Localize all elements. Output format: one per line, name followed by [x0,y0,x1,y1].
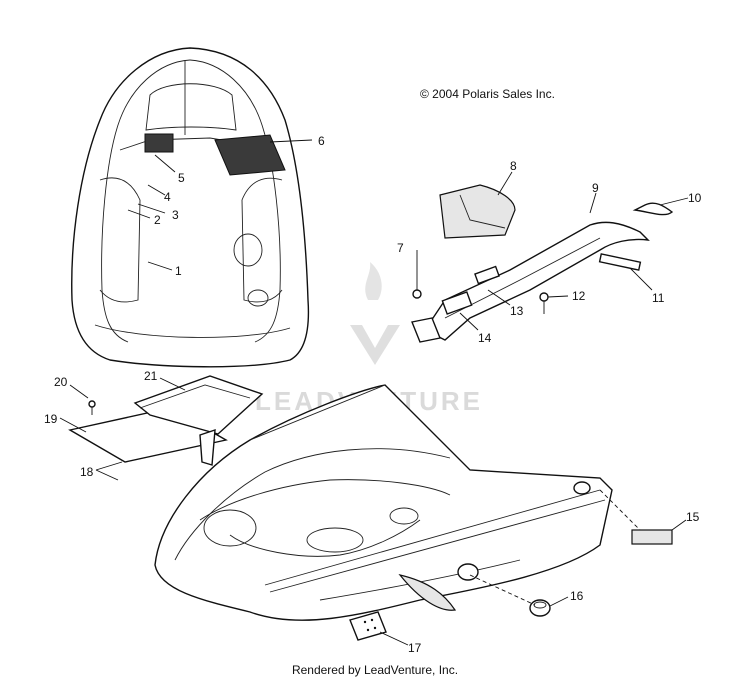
callout-19: 19 [44,412,58,426]
hood-upper-part [71,47,310,368]
callout-17: 17 [408,641,422,655]
callout-10: 10 [688,191,702,205]
callout-3: 3 [172,208,179,222]
callout-9: 9 [592,181,599,195]
part-19-21-bracket [68,375,264,466]
callout-7: 7 [397,241,404,255]
footer-credit: Rendered by LeadVenture, Inc. [291,663,459,677]
callout-21: 21 [144,369,158,383]
part-16-cap [529,599,551,617]
callout-13: 13 [510,304,524,318]
callout-5: 5 [178,171,185,185]
part-10-cable [632,202,674,216]
callout-4: 4 [164,190,171,204]
callout-6: 6 [318,134,325,148]
part-12-screw [539,292,549,314]
callout-14: 14 [478,331,492,345]
part-9-panel [411,221,650,343]
callout-11: 11 [652,291,665,305]
part-11-strip [598,253,642,271]
hood-lower-part [154,384,613,621]
part-15-pad [631,529,673,545]
callout-2: 2 [154,213,161,227]
callout-leaders [59,139,689,646]
part-7-screw [412,262,422,299]
part-8-shape [439,184,516,239]
part-17-plate [349,611,387,641]
part-20-screw [88,400,96,415]
callout-1: 1 [175,264,182,278]
copyright-notice: © 2004 Polaris Sales Inc. [420,87,555,101]
callout-18: 18 [80,465,94,479]
callout-16: 16 [570,589,584,603]
callout-20: 20 [54,375,68,389]
callout-12: 12 [572,289,586,303]
callout-15: 15 [686,510,700,524]
callout-8: 8 [510,159,517,173]
